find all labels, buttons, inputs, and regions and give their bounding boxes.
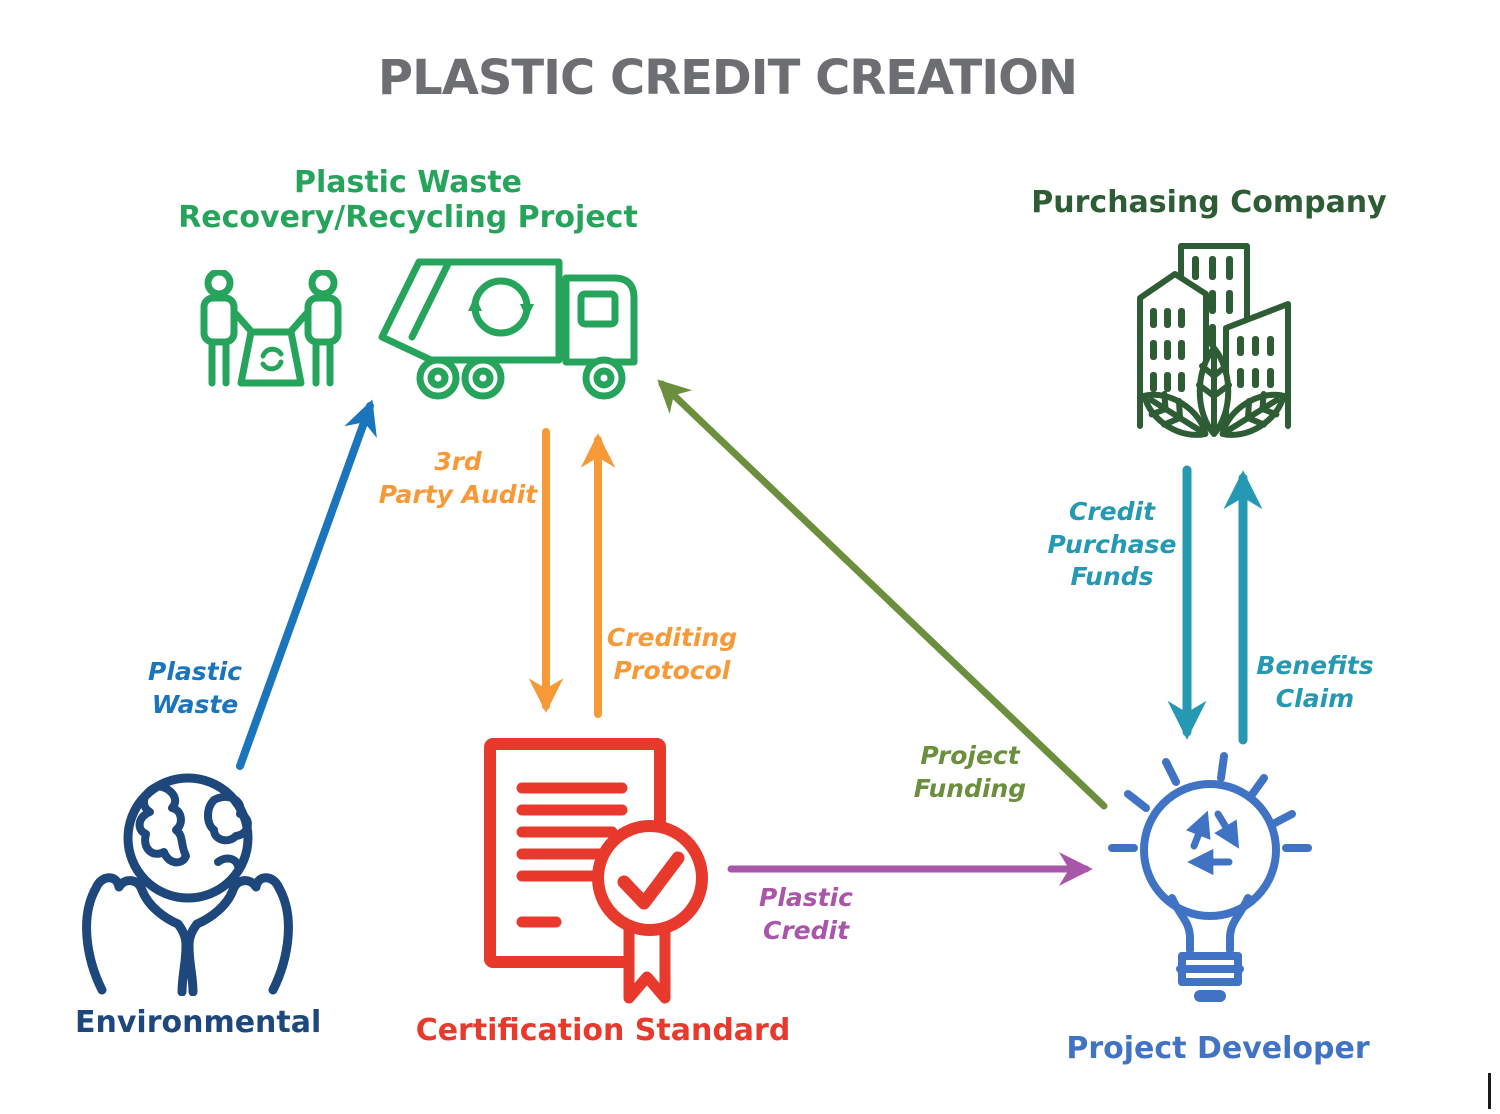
project-developer-label: Project Developer bbox=[1066, 1031, 1370, 1066]
third-party-audit-flow-label: 3rd Party Audit bbox=[378, 447, 538, 509]
environmental-label: Environmental bbox=[75, 1005, 322, 1040]
certification-standard-label: Certification Standard bbox=[415, 1013, 791, 1048]
lightbulb-recycle-icon bbox=[1108, 752, 1312, 1002]
plastic-waste-arrow bbox=[236, 399, 377, 770]
waste-collection-workers-icon bbox=[200, 270, 342, 387]
light-rays bbox=[1108, 752, 1312, 852]
text-cursor-artifact bbox=[1488, 1073, 1491, 1109]
recycling-truck-icon bbox=[378, 258, 638, 400]
plastic-credit-flow-label: Plastic Credit bbox=[759, 883, 853, 945]
company-buildings-icon bbox=[1137, 243, 1291, 438]
recovery-project-label: Plastic Waste Recovery/Recycling Project bbox=[178, 165, 638, 235]
plastic-waste-flow-label: Plastic Waste bbox=[148, 657, 242, 719]
leaf-icon bbox=[1141, 345, 1287, 438]
hands-holding-globe-icon bbox=[82, 773, 293, 996]
page-title: PLASTIC CREDIT CREATION bbox=[377, 50, 1078, 106]
benefits-claim-flow-label: Benefits Claim bbox=[1256, 651, 1374, 713]
project-funding-arrow bbox=[657, 379, 1108, 810]
project-funding-flow-label: Project Funding bbox=[913, 741, 1027, 803]
purchasing-company-label: Purchasing Company bbox=[1031, 185, 1387, 220]
crediting-protocol-flow-label: Crediting Protocol bbox=[606, 623, 738, 685]
certificate-seal-icon bbox=[484, 738, 708, 1004]
credit-purchase-funds-flow-label: Credit Purchase Funds bbox=[1047, 497, 1177, 591]
